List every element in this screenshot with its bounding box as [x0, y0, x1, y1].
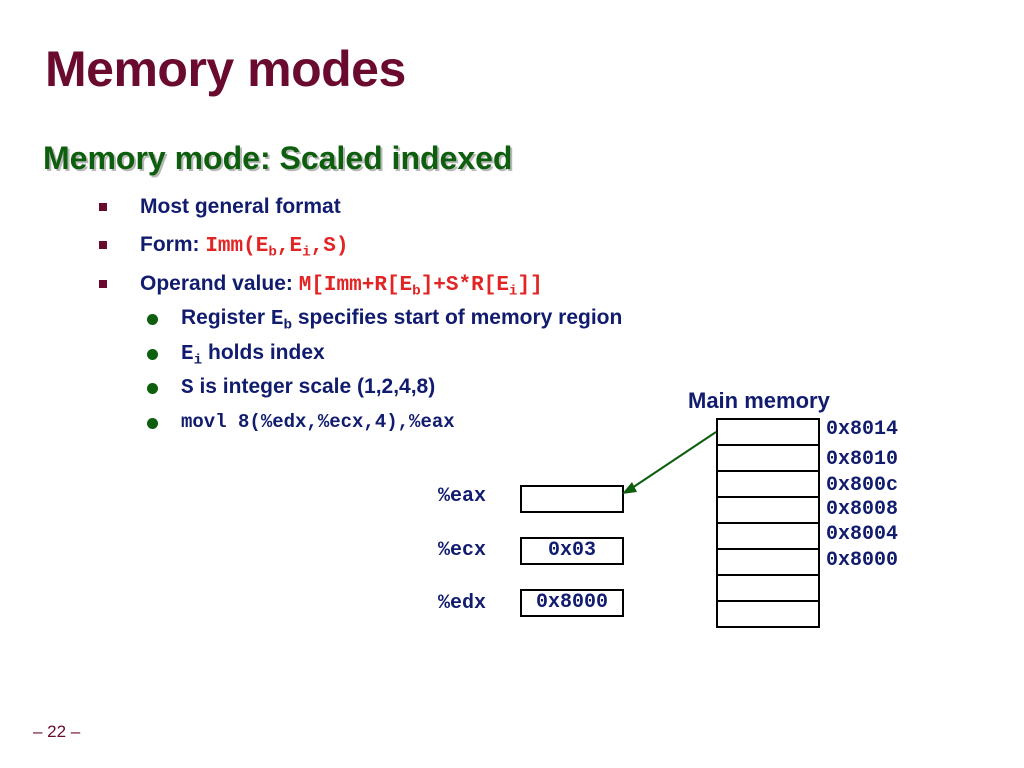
bullet-form: Form: Imm(Eb,Ei,S)	[140, 233, 349, 261]
slide-title: Memory modes	[45, 41, 406, 97]
bullet-square-icon	[99, 241, 107, 249]
page-number: – 22 –	[33, 722, 81, 741]
operand-code: M[Imm+R[Eb]+S*R[Ei]]	[298, 274, 543, 300]
memory-cell	[716, 600, 820, 628]
bullet-general-format: Most general format	[140, 195, 341, 218]
bullet-dot-icon	[147, 418, 158, 429]
form-code: Imm(Eb,Ei,S)	[205, 235, 349, 261]
memory-cell	[716, 470, 820, 498]
register-label-edx: %edx	[438, 592, 487, 615]
section-subtitle: Memory mode: Scaled indexed	[43, 140, 513, 176]
memory-address: 0x800c	[826, 474, 899, 497]
register-label-eax: %eax	[438, 485, 487, 508]
main-memory-title: Main memory	[688, 388, 830, 413]
memory-column	[716, 418, 820, 628]
register-box-ecx: 0x03	[520, 537, 624, 565]
memory-address: 0x8010	[826, 448, 899, 471]
memory-address: 0x8000	[826, 549, 899, 572]
register-box-eax	[520, 485, 624, 513]
bullet-dot-icon	[147, 349, 158, 360]
subbullet-scale: S is integer scale (1,2,4,8)	[181, 375, 436, 400]
register-label-ecx: %ecx	[438, 539, 487, 562]
register-box-edx: 0x8000	[520, 589, 624, 617]
memory-address: 0x8008	[826, 498, 899, 521]
bullet-dot-icon	[147, 314, 158, 325]
memory-cell	[716, 548, 820, 576]
bullet-dot-icon	[147, 383, 158, 394]
bullet-operand-value: Operand value: M[Imm+R[Eb]+S*R[Ei]]	[140, 272, 543, 300]
memory-address: 0x8004	[826, 523, 899, 546]
bullet-square-icon	[99, 203, 107, 211]
subbullet-register-eb: Register Eb specifies start of memory re…	[181, 306, 623, 334]
memory-address: 0x8014	[826, 418, 899, 441]
bullet-square-icon	[99, 280, 107, 288]
subbullet-ei-index: Ei holds index	[181, 341, 325, 369]
subbullet-movl-example: movl 8(%edx,%ecx,4),%eax	[181, 411, 455, 433]
